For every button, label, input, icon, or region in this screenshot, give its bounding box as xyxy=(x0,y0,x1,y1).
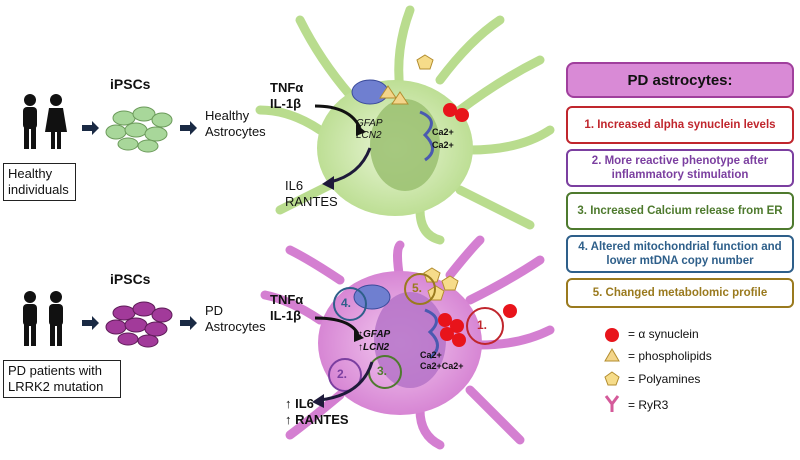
finding-1-text: 1. Increased alpha synuclein levels xyxy=(584,119,776,131)
healthy-stim-arrow xyxy=(314,104,362,129)
healthy-astro-label: Healthy Astrocytes xyxy=(205,108,266,139)
healthy-ca-2: Ca2+ xyxy=(432,140,454,150)
flow-arrows xyxy=(82,121,197,330)
healthy-cytokine-il6: IL6 xyxy=(285,178,304,193)
pd-group-box: PD patients with LRRK2 mutation xyxy=(3,360,121,398)
pd-gene-lcn2: LCN2 xyxy=(363,342,390,353)
healthy-calcium: Ca2+ Ca2+ xyxy=(432,126,454,152)
pd-ca-1: Ca2+ xyxy=(420,350,442,360)
pd-marker-5: 5. xyxy=(412,281,423,295)
legend-synuclein-icon xyxy=(605,328,619,342)
legend-ryr3-icon xyxy=(604,395,620,412)
pd-astrocyte xyxy=(260,235,555,450)
healthy-cytokines: IL6 RANTES xyxy=(285,178,338,210)
healthy-cytokine-rantes: RANTES xyxy=(285,194,338,209)
pd-group-label: PD patients with LRRK2 mutation xyxy=(8,363,104,394)
finding-3: 3. Increased Calcium release from ER xyxy=(566,192,794,230)
pd-marker-3: 3. xyxy=(377,364,388,378)
healthy-stim-il1b: IL-1β xyxy=(270,96,302,111)
panel-title: PD astrocytes: xyxy=(627,71,733,89)
finding-4-text: 4. Altered mitochondrial function and lo… xyxy=(578,241,782,267)
pd-stim-arrow xyxy=(314,316,360,335)
legend-phospholipid-icon xyxy=(604,348,620,362)
finding-2-text: 2. More reactive phenotype after inflamm… xyxy=(591,155,769,181)
pd-cytokine-il6: IL6 xyxy=(295,396,314,411)
legend-polyamine-icon xyxy=(604,371,620,386)
finding-3-text: 3. Increased Calcium release from ER xyxy=(577,205,783,217)
pd-ca-3: Ca2+ xyxy=(441,361,464,371)
legend-ryr3-label: = RyR3 xyxy=(628,398,669,412)
healthy-genes: GFAP LCN2 xyxy=(356,118,382,142)
pd-calcium: Ca2+ Ca2+Ca2+ xyxy=(420,350,464,372)
legend-phospholipid-label: = phospholipids xyxy=(628,349,712,363)
healthy-ca-1: Ca2+ xyxy=(432,127,454,137)
panel-header: PD astrocytes: xyxy=(566,62,794,98)
healthy-group-box: Healthy individuals xyxy=(3,163,76,201)
finding-5-text: 5. Changed metabolomic profile xyxy=(592,287,768,299)
pd-release-arrow xyxy=(319,361,374,402)
pd-ca-2: Ca2+ xyxy=(420,361,442,371)
legend-icons xyxy=(604,328,620,412)
healthy-astrocyte xyxy=(255,5,555,245)
pd-stimulus-label: TNFα IL-1β xyxy=(270,292,303,324)
legend-polyamine-label: = Polyamines xyxy=(628,372,701,386)
pd-marker-1: 1. xyxy=(477,318,488,332)
finding-2: 2. More reactive phenotype after inflamm… xyxy=(566,149,794,187)
healthy-gene-lcn2: LCN2 xyxy=(356,130,382,141)
legend-synuclein-label: = α synuclein xyxy=(628,327,699,341)
pd-cytokine-rantes: RANTES xyxy=(295,412,349,427)
pd-cytokines: ↑ IL6 ↑ RANTES xyxy=(285,396,349,427)
healthy-stim-tnf: TNFα xyxy=(270,80,304,95)
finding-5: 5. Changed metabolomic profile xyxy=(566,278,794,308)
pd-ipsc-cluster xyxy=(105,301,173,348)
pd-stim-il1b: IL-1β xyxy=(270,308,302,323)
pd-genes: ↑GFAP ↑LCN2 xyxy=(358,329,391,353)
pd-marker-2: 2. xyxy=(337,367,348,381)
pd-gene-gfap: GFAP xyxy=(363,329,391,340)
healthy-stimulus-label: TNFα IL-1β xyxy=(270,80,303,112)
healthy-ipsc-label: iPSCs xyxy=(110,76,151,92)
healthy-release-arrow xyxy=(329,147,372,184)
pd-marker-4: 4. xyxy=(341,296,352,310)
healthy-ipsc-cluster xyxy=(105,106,173,153)
pd-stim-tnf: TNFα xyxy=(270,292,304,307)
pd-ipsc-label: iPSCs xyxy=(110,271,151,287)
healthy-group-label: Healthy individuals xyxy=(8,166,69,197)
pd-people-icon xyxy=(23,291,63,346)
healthy-gene-gfap: GFAP xyxy=(356,118,383,129)
healthy-people-icon xyxy=(23,94,67,149)
finding-1: 1. Increased alpha synuclein levels xyxy=(566,106,794,144)
finding-4: 4. Altered mitochondrial function and lo… xyxy=(566,235,794,273)
pd-astro-label: PD Astrocytes xyxy=(205,303,266,334)
